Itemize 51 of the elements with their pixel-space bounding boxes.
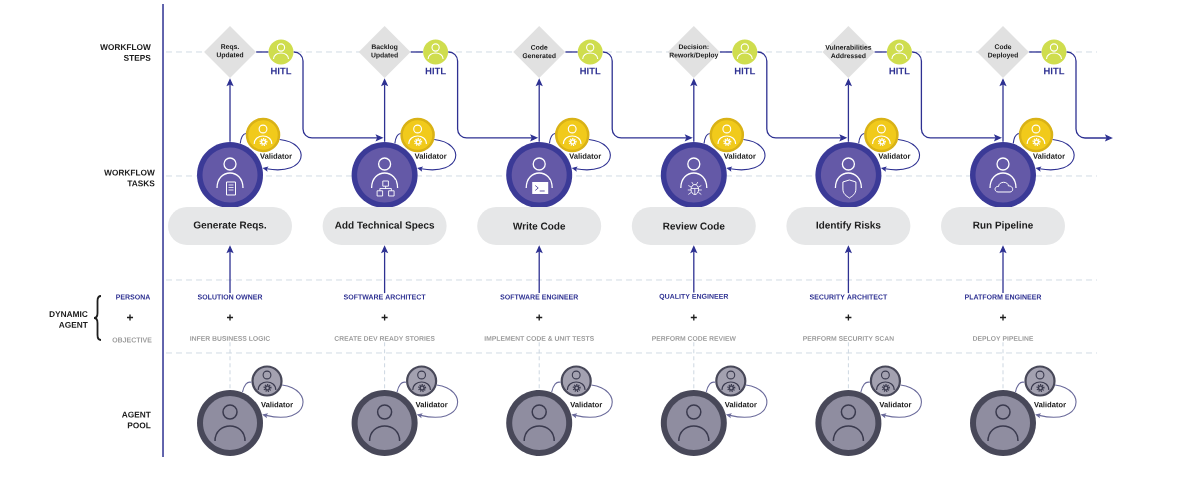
hitl-label: HITL [271, 67, 292, 75]
plus-sign: + [127, 314, 134, 321]
task-pill: Review Code [631, 207, 756, 245]
task-pill: Generate Reqs. [168, 207, 292, 245]
dashed-line [847, 341, 849, 391]
connector-line [858, 132, 865, 144]
connector-line [860, 381, 871, 393]
plus-sign: + [381, 314, 388, 321]
hitl-label: HITL [425, 67, 446, 75]
connector-line [396, 381, 407, 393]
hitl-label: HITL [889, 67, 910, 75]
connector-line [719, 51, 733, 53]
plus-sign: + [227, 314, 234, 321]
connector-line [1028, 51, 1042, 53]
row-label: WORKFLOW STEPS [100, 44, 151, 61]
plus-sign: + [1000, 314, 1006, 321]
connector-line [551, 381, 562, 393]
dashed-line [693, 341, 695, 391]
connector-line [873, 51, 888, 53]
connector-line [239, 132, 247, 144]
arrow [1035, 384, 1077, 419]
task-pill: Write Code [477, 207, 602, 245]
dashed-line [384, 341, 386, 391]
connector-line [705, 381, 716, 393]
row-label: AGENT POOL [121, 411, 151, 429]
task-pill: Identify Risks [786, 207, 911, 245]
plus-sign: + [690, 314, 697, 321]
connector-line [703, 132, 711, 144]
plus-sign: + [536, 314, 543, 321]
row-label: WORKFLOW TASKS [104, 169, 155, 187]
connector-line [410, 51, 424, 53]
connector-line [394, 132, 401, 144]
connector-line [548, 132, 556, 144]
person-icon [970, 390, 1036, 456]
connector-line [255, 51, 269, 53]
arrow [262, 384, 304, 419]
connector-line [1012, 132, 1020, 144]
connector-line [241, 381, 252, 393]
task-pill: Run Pipeline [941, 207, 1065, 245]
hitl-label: HITL [1044, 67, 1065, 75]
hitl-label: HITL [580, 67, 601, 75]
connector-line [1014, 381, 1025, 393]
person-icon [197, 390, 263, 456]
task-pill: Add Technical Specs [322, 207, 447, 245]
connector-line [564, 51, 579, 53]
arrow [417, 138, 457, 172]
row-label: DYNAMIC AGENT [49, 311, 88, 328]
dashed-line [538, 341, 540, 391]
person-icon [660, 390, 727, 456]
hitl-label: HITL [734, 67, 756, 75]
plus-sign: + [845, 314, 852, 321]
